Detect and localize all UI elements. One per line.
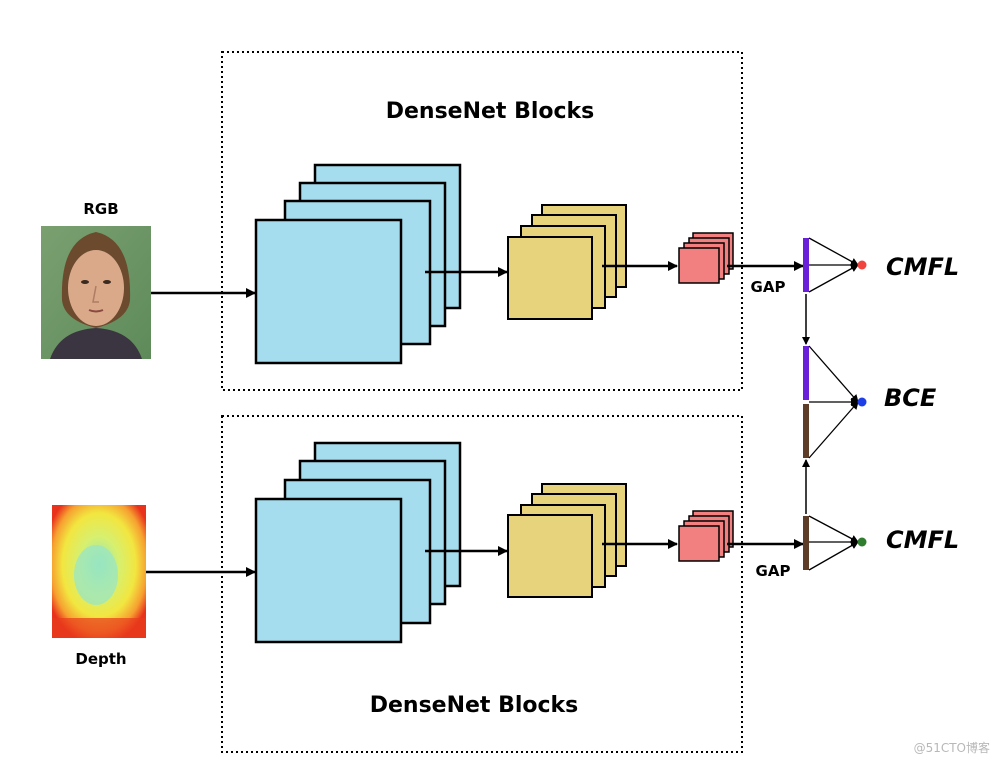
top-gap-label: GAP (751, 278, 786, 296)
top-cmfl-fan-lines (808, 237, 859, 293)
bottom-small-feature-stack (678, 510, 734, 562)
bce-label: BCE (884, 384, 937, 412)
bottom-cmfl-dot (857, 537, 867, 547)
bce-fan-lines (808, 345, 859, 459)
top-cmfl-dot (857, 260, 867, 270)
bottom-large-feature-stack (254, 441, 462, 644)
top-small-feature-stack (678, 232, 734, 284)
top-cmfl-label: CMFL (886, 253, 959, 281)
bottom-medium-feature-stack (507, 483, 627, 598)
depth-map-image (52, 505, 146, 638)
bottom-block-title: DenseNet Blocks (370, 693, 579, 718)
bottom-gap-label: GAP (756, 562, 791, 580)
top-rgb-vector (803, 238, 809, 292)
middle-rgb-vector (803, 346, 809, 400)
bottom-cmfl-fan-lines (808, 515, 859, 571)
rgb-face-image (41, 226, 151, 359)
bottom-cmfl-label: CMFL (886, 526, 959, 554)
top-block-title: DenseNet Blocks (386, 99, 595, 124)
middle-depth-vector (803, 404, 809, 458)
bottom-depth-vector (803, 516, 809, 570)
top-large-feature-stack (254, 163, 462, 365)
top-medium-feature-stack (507, 204, 627, 320)
bce-dot (857, 397, 867, 407)
depth-label: Depth (75, 650, 126, 668)
bottom-densenet-container (221, 415, 743, 753)
rgb-label: RGB (83, 200, 118, 218)
top-densenet-container (221, 51, 743, 391)
watermark: @51CTO博客 (914, 740, 990, 755)
